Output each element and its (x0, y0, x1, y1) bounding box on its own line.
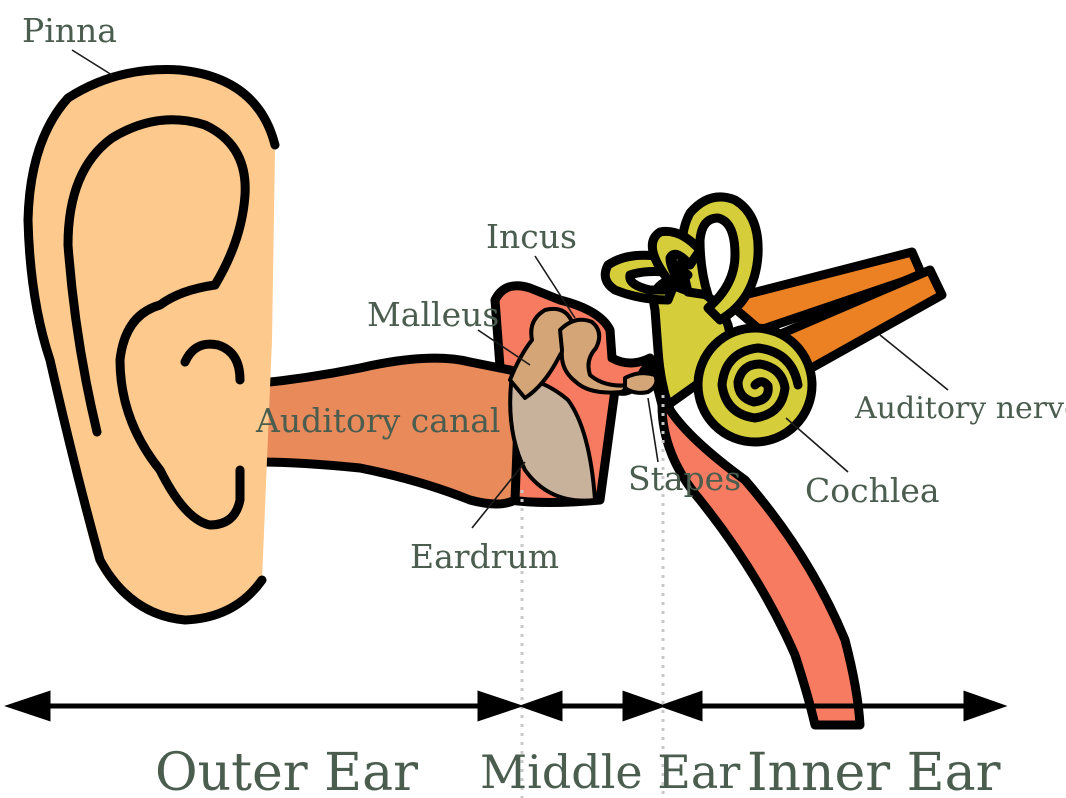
leader-cochlea (786, 418, 848, 472)
pinna (28, 69, 275, 620)
label-auditory-nerve: Auditory nerve (854, 391, 1066, 426)
region-label-inner: Inner Ear (747, 743, 1001, 798)
label-malleus: Malleus (367, 295, 499, 334)
leader-stapes (648, 398, 658, 462)
region-label-middle: Middle Ear (480, 745, 740, 798)
leader-pinna (72, 50, 112, 75)
label-pinna: Pinna (22, 11, 117, 50)
stapes-shape (625, 373, 656, 393)
leader-auditory-nerve (880, 335, 948, 390)
arrow-inner-left (666, 694, 700, 718)
label-cochlea: Cochlea (805, 471, 940, 510)
label-auditory-canal: Auditory canal (255, 401, 500, 440)
arrow-outer-right (480, 694, 516, 718)
ossicles (510, 309, 656, 398)
label-incus: Incus (486, 217, 577, 256)
arrow-middle-left (526, 694, 560, 718)
label-stapes: Stapes (628, 459, 741, 498)
arrow-middle-right (625, 694, 659, 718)
arrow-outer-left (12, 694, 48, 718)
region-label-outer: Outer Ear (155, 743, 418, 798)
arrow-inner-right (966, 694, 1000, 718)
label-eardrum: Eardrum (410, 537, 559, 576)
